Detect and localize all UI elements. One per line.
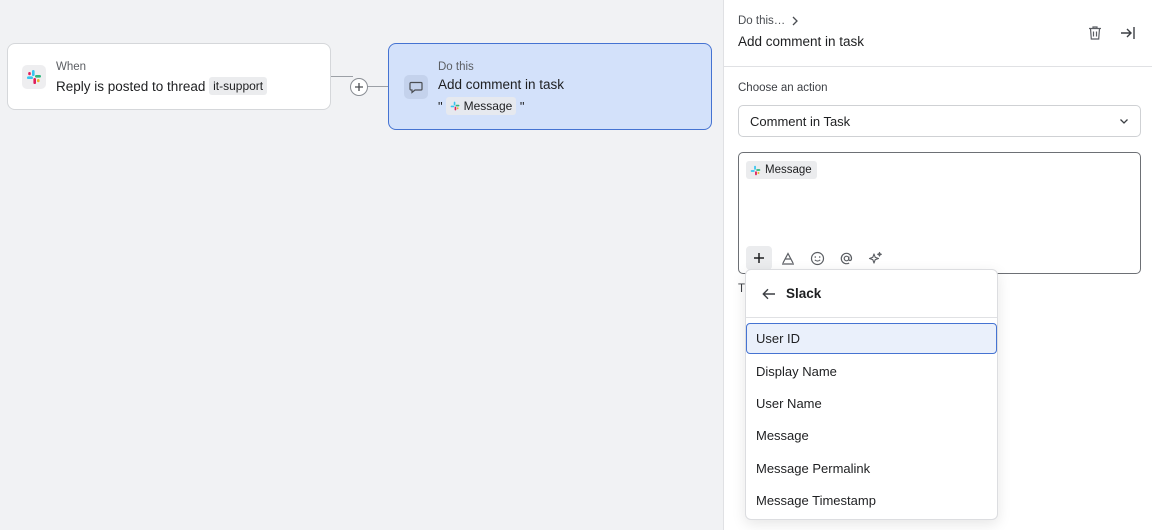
plus-icon [754, 253, 764, 263]
slack-icon [22, 65, 46, 89]
trigger-eyebrow: When [56, 61, 87, 73]
action-select-value: Comment in Task [750, 113, 851, 129]
quote-close: " [519, 99, 525, 114]
editor-chip-label: Message [765, 164, 812, 176]
add-step-button[interactable] [350, 78, 368, 96]
editor-toolbar [746, 246, 888, 270]
text-format-icon [782, 251, 794, 265]
plus-icon [355, 83, 363, 91]
variable-option[interactable]: Message [756, 428, 809, 444]
breadcrumb[interactable]: Do this… [738, 15, 799, 27]
ai-button[interactable] [862, 246, 888, 270]
variable-option[interactable]: Display Name [756, 363, 837, 379]
chevron-down-icon [1120, 119, 1128, 124]
below-editor-text: T [738, 283, 746, 295]
action-preview: " Message " [438, 97, 525, 115]
format-button[interactable] [775, 246, 801, 270]
panel-header: Do this… Add comment in task [724, 0, 1152, 67]
close-panel-button[interactable] [1119, 24, 1137, 42]
message-chip-label: Message [463, 99, 513, 113]
chevron-right-icon [792, 16, 799, 26]
action-eyebrow: Do this [438, 61, 474, 73]
emoji-icon [810, 251, 824, 265]
collapse-right-icon [1121, 27, 1135, 39]
message-chip: Message [446, 97, 517, 115]
arrow-left-icon [762, 288, 775, 300]
slack-icon [750, 165, 761, 175]
sparkle-icon [868, 251, 882, 264]
slack-icon [450, 101, 460, 111]
trigger-card[interactable]: When Reply is posted to thread it-suppor… [7, 43, 331, 110]
popover-title: Slack [786, 286, 822, 301]
trash-icon [1089, 26, 1101, 40]
variable-option[interactable]: Message Timestamp [756, 492, 876, 508]
channel-chip: it-support [209, 77, 268, 95]
emoji-button[interactable] [804, 246, 830, 270]
workflow-canvas: When Reply is posted to thread it-suppor… [7, 43, 712, 130]
action-select[interactable]: Comment in Task [738, 105, 1141, 137]
panel-title: Add comment in task [738, 34, 865, 49]
trigger-title-line: Reply is posted to thread it-support [56, 77, 268, 95]
popover-header: Slack [746, 270, 997, 318]
breadcrumb-label: Do this… [738, 15, 786, 27]
comment-editor[interactable]: Message [738, 152, 1141, 274]
mention-button[interactable] [833, 246, 859, 270]
variable-option[interactable]: User ID [746, 323, 997, 354]
delete-button[interactable] [1086, 24, 1104, 42]
action-card[interactable]: Do this Add comment in task " Message " [388, 43, 712, 130]
trigger-title: Reply is posted to thread [56, 79, 206, 94]
insert-variable-button[interactable] [746, 246, 772, 270]
variable-option[interactable]: Message Permalink [756, 460, 871, 476]
quote-open: " [438, 99, 443, 114]
back-button[interactable] [761, 285, 777, 303]
comment-icon [404, 75, 428, 99]
variable-option[interactable]: User Name [756, 395, 822, 411]
choose-action-label: Choose an action [738, 82, 828, 94]
connector-line [331, 76, 388, 87]
at-sign-icon [840, 252, 852, 264]
editor-message-chip[interactable]: Message [746, 161, 817, 179]
action-title: Add comment in task [438, 77, 565, 92]
